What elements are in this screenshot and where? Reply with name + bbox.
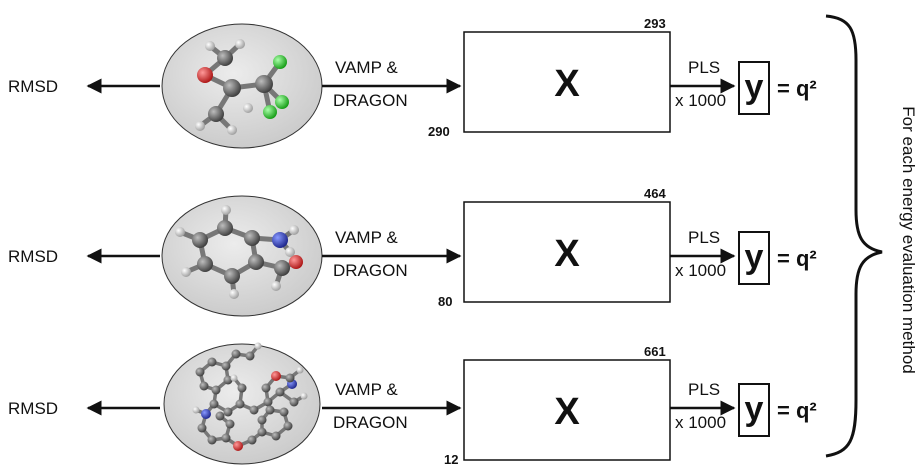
response-box	[738, 231, 770, 285]
descriptor-label-line1: VAMP &	[335, 228, 398, 247]
q2-result: = q²	[777, 246, 817, 271]
descriptor-label-line2: DRAGON	[333, 91, 408, 110]
response-box	[738, 383, 770, 437]
matrix-label: X	[554, 391, 580, 433]
regression-label-line2: x 1000	[675, 261, 726, 280]
regression-label-line1: PLS	[688, 380, 720, 399]
row-1: RMSD	[8, 16, 817, 149]
response-box	[738, 61, 770, 115]
regression-label-line2: x 1000	[675, 91, 726, 110]
regression-label-line2: x 1000	[675, 413, 726, 432]
descriptor-matrix-box	[463, 201, 671, 303]
q2-result: = q²	[777, 76, 817, 101]
molecule-small-icon	[195, 39, 289, 135]
side-caption: For each energy evaluation method	[899, 106, 918, 373]
descriptor-label-line2: DRAGON	[333, 261, 408, 280]
matrix-row-count: 80	[438, 294, 452, 309]
descriptor-label-line1: VAMP &	[335, 58, 398, 77]
matrix-column-count: 464	[644, 186, 666, 201]
row-2: RMSD	[8, 186, 817, 317]
molecule-large-icon	[192, 342, 308, 451]
response-label: y	[745, 390, 764, 428]
row-3: RMSD	[8, 342, 817, 467]
descriptor-matrix-box	[463, 359, 671, 461]
regression-label-line1: PLS	[688, 228, 720, 247]
descriptor-matrix-box	[463, 31, 671, 133]
matrix-column-count: 293	[644, 16, 666, 31]
matrix-row-count: 290	[428, 124, 450, 139]
matrix-label: X	[554, 233, 580, 275]
regression-label-line1: PLS	[688, 58, 720, 77]
descriptor-label-line1: VAMP &	[335, 380, 398, 399]
rmsd-label: RMSD	[8, 399, 58, 418]
q2-result: = q²	[777, 398, 817, 423]
rmsd-label: RMSD	[8, 77, 58, 96]
matrix-label: X	[554, 63, 580, 105]
matrix-row-count: 12	[444, 452, 458, 467]
response-label: y	[745, 68, 764, 106]
curly-brace	[825, 14, 883, 458]
rmsd-label: RMSD	[8, 247, 58, 266]
descriptor-label-line2: DRAGON	[333, 413, 408, 432]
response-label: y	[745, 238, 764, 276]
molecule-medium-icon	[175, 205, 303, 299]
matrix-column-count: 661	[644, 344, 666, 359]
